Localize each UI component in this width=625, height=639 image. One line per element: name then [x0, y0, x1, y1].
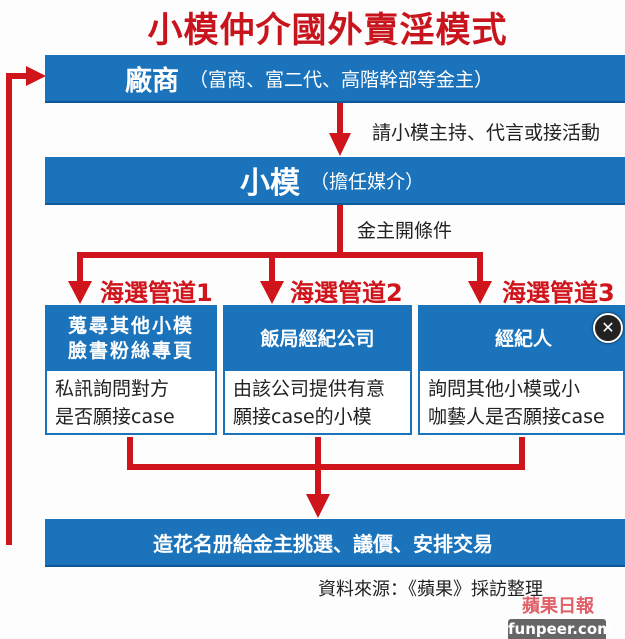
- channel-1-body-line: 私訊詢問對方: [55, 378, 170, 400]
- channel-2-body-line: 願接case的小模: [233, 406, 372, 428]
- channel-1-header-line: 蒐尋其他小模: [67, 315, 194, 337]
- sponsors-label: 廠商: [125, 65, 179, 97]
- step1-note: 請小模主持、代言或接活動: [372, 122, 601, 144]
- arrowhead: [306, 494, 330, 518]
- models-label: 小模: [240, 166, 300, 201]
- step2-note: 金主開條件: [357, 220, 453, 242]
- arrowhead: [468, 281, 492, 304]
- channel-3-body-line: 詢問其他小模或小: [428, 378, 581, 400]
- watermark: funpeer.com: [508, 619, 613, 639]
- channel-3-body-line: 咖藝人是否願接case: [428, 406, 605, 428]
- channel-3-header: 經紀人: [495, 327, 553, 350]
- channel-1-header-line: 臉書粉絲專頁: [67, 340, 194, 362]
- channel-label-1: 海選管道1: [100, 279, 213, 307]
- source-note: 資料來源：《蘋果》採訪整理: [318, 579, 543, 600]
- channel-label-2: 海選管道2: [290, 279, 403, 307]
- top-bar-sponsors: 廠商 （富商、富二代、高階幹部等金主）: [45, 55, 625, 101]
- channel-2-header: 飯局經紀公司: [260, 327, 375, 350]
- channel-label-3: 海選管道3: [502, 279, 615, 307]
- channel-box-2: 飯局經紀公司 由該公司提供有意願接case的小模: [223, 305, 412, 435]
- transaction-label: 造花名册給金主挑選、議價、安排交易: [153, 531, 493, 556]
- apple-daily-logo: 蘋果日報: [522, 596, 594, 617]
- arrowhead: [329, 133, 351, 156]
- arrowhead: [68, 281, 92, 304]
- channel-2-body-line: 由該公司提供有意: [233, 378, 386, 400]
- branch-line: [77, 252, 483, 285]
- loop-back-line: [6, 73, 30, 545]
- channel-1-body-line: 是否願接case: [55, 406, 175, 428]
- models-detail: （擔任媒介）: [310, 170, 425, 193]
- page-title: 小模仲介國外賣淫模式: [147, 10, 508, 51]
- arrowhead: [260, 281, 284, 304]
- channel-box-3: 經紀人 詢問其他小模或小咖藝人是否願接case: [418, 305, 625, 435]
- sponsors-detail: （富商、富二代、高階幹部等金主）: [189, 68, 494, 91]
- loop-arrowhead: [26, 66, 46, 86]
- middle-bar-models: 小模 （擔任媒介）: [45, 157, 625, 203]
- channel-box-1: 蒐尋其他小模臉書粉絲專頁 私訊詢問對方是否願接case: [45, 305, 217, 435]
- bottom-bar-transaction: 造花名册給金主挑選、議價、安排交易: [45, 519, 625, 565]
- close-icon[interactable]: ✕: [593, 313, 623, 343]
